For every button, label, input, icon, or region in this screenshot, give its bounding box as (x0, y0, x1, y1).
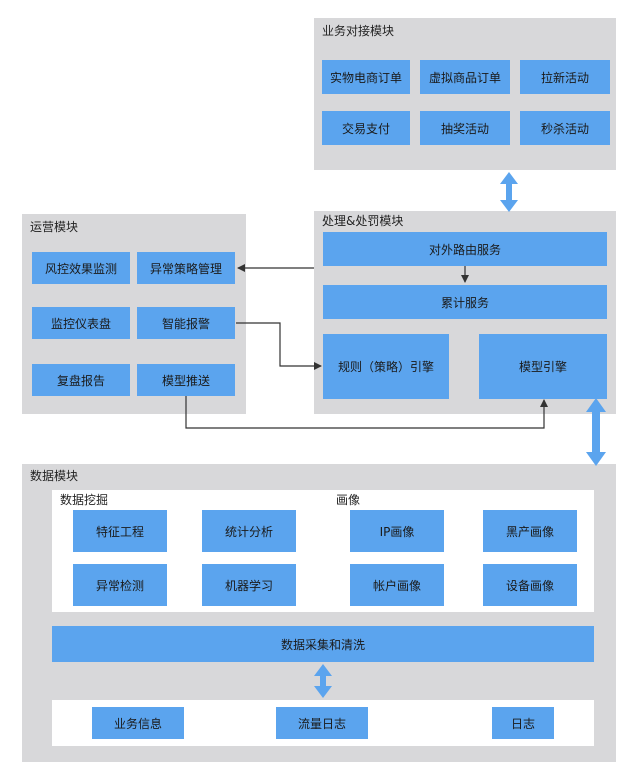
box-statistical-analysis: 统计分析 (202, 510, 296, 552)
box-lottery-campaign: 抽奖活动 (420, 111, 510, 145)
data-module-title: 数据模块 (30, 469, 79, 483)
processing-module-panel: 处理&处罚模块 对外路由服务 累计服务 规则（策略）引擎 模型引擎 (314, 211, 616, 414)
box-anomaly-strategy-management: 异常策略管理 (137, 252, 235, 284)
box-anomaly-detection: 异常检测 (73, 564, 167, 606)
data-mining-title: 数据挖掘 (60, 493, 109, 507)
box-accumulation-service: 累计服务 (323, 285, 607, 319)
box-feature-engineering: 特征工程 (73, 510, 167, 552)
box-smart-alerting: 智能报警 (137, 307, 235, 339)
box-flash-sale-campaign: 秒杀活动 (520, 111, 610, 145)
box-business-info: 业务信息 (92, 707, 184, 739)
operations-module-title: 运营模块 (30, 220, 79, 234)
box-virtual-goods-order: 虚拟商品订单 (420, 60, 510, 94)
double-arrow-business-processing (500, 172, 518, 212)
box-rule-strategy-engine: 规则（策略）引擎 (323, 334, 449, 399)
data-mining-section: 数据挖掘 特征工程 统计分析 异常检测 机器学习 (52, 490, 340, 612)
box-data-collection-cleaning: 数据采集和清洗 (52, 626, 594, 662)
box-ip-profile: IP画像 (350, 510, 444, 552)
box-review-report: 复盘报告 (32, 364, 130, 396)
box-physical-ecommerce-order: 实物电商订单 (322, 60, 410, 94)
data-module-panel: 数据模块 数据挖掘 特征工程 统计分析 异常检测 机器学习 画像 IP画像 黑产… (22, 464, 616, 762)
box-user-acquisition-campaign: 拉新活动 (520, 60, 610, 94)
business-module-panel: 业务对接模块 实物电商订单 虚拟商品订单 拉新活动 交易支付 抽奖活动 秒杀活动 (314, 18, 616, 170)
processing-module-title: 处理&处罚模块 (322, 214, 404, 228)
box-transaction-payment: 交易支付 (322, 111, 410, 145)
box-external-routing-service: 对外路由服务 (323, 232, 607, 266)
box-monitoring-dashboard: 监控仪表盘 (32, 307, 130, 339)
box-machine-learning: 机器学习 (202, 564, 296, 606)
box-model-engine: 模型引擎 (479, 334, 607, 399)
box-black-market-profile: 黑产画像 (483, 510, 577, 552)
profile-title: 画像 (336, 493, 361, 507)
box-model-push: 模型推送 (137, 364, 235, 396)
business-module-title: 业务对接模块 (322, 24, 395, 38)
box-device-profile: 设备画像 (483, 564, 577, 606)
box-traffic-log: 流量日志 (276, 707, 368, 739)
box-log: 日志 (492, 707, 554, 739)
arrow-alerting-to-rule-engine (236, 322, 322, 370)
box-risk-effect-monitoring: 风控效果监测 (32, 252, 130, 284)
box-account-profile: 帐户画像 (350, 564, 444, 606)
operations-module-panel: 运营模块 风控效果监测 异常策略管理 监控仪表盘 智能报警 复盘报告 模型推送 (22, 214, 246, 414)
data-sources-section: 业务信息 流量日志 日志 (52, 700, 594, 746)
profile-section: 画像 IP画像 黑产画像 帐户画像 设备画像 (328, 490, 594, 612)
